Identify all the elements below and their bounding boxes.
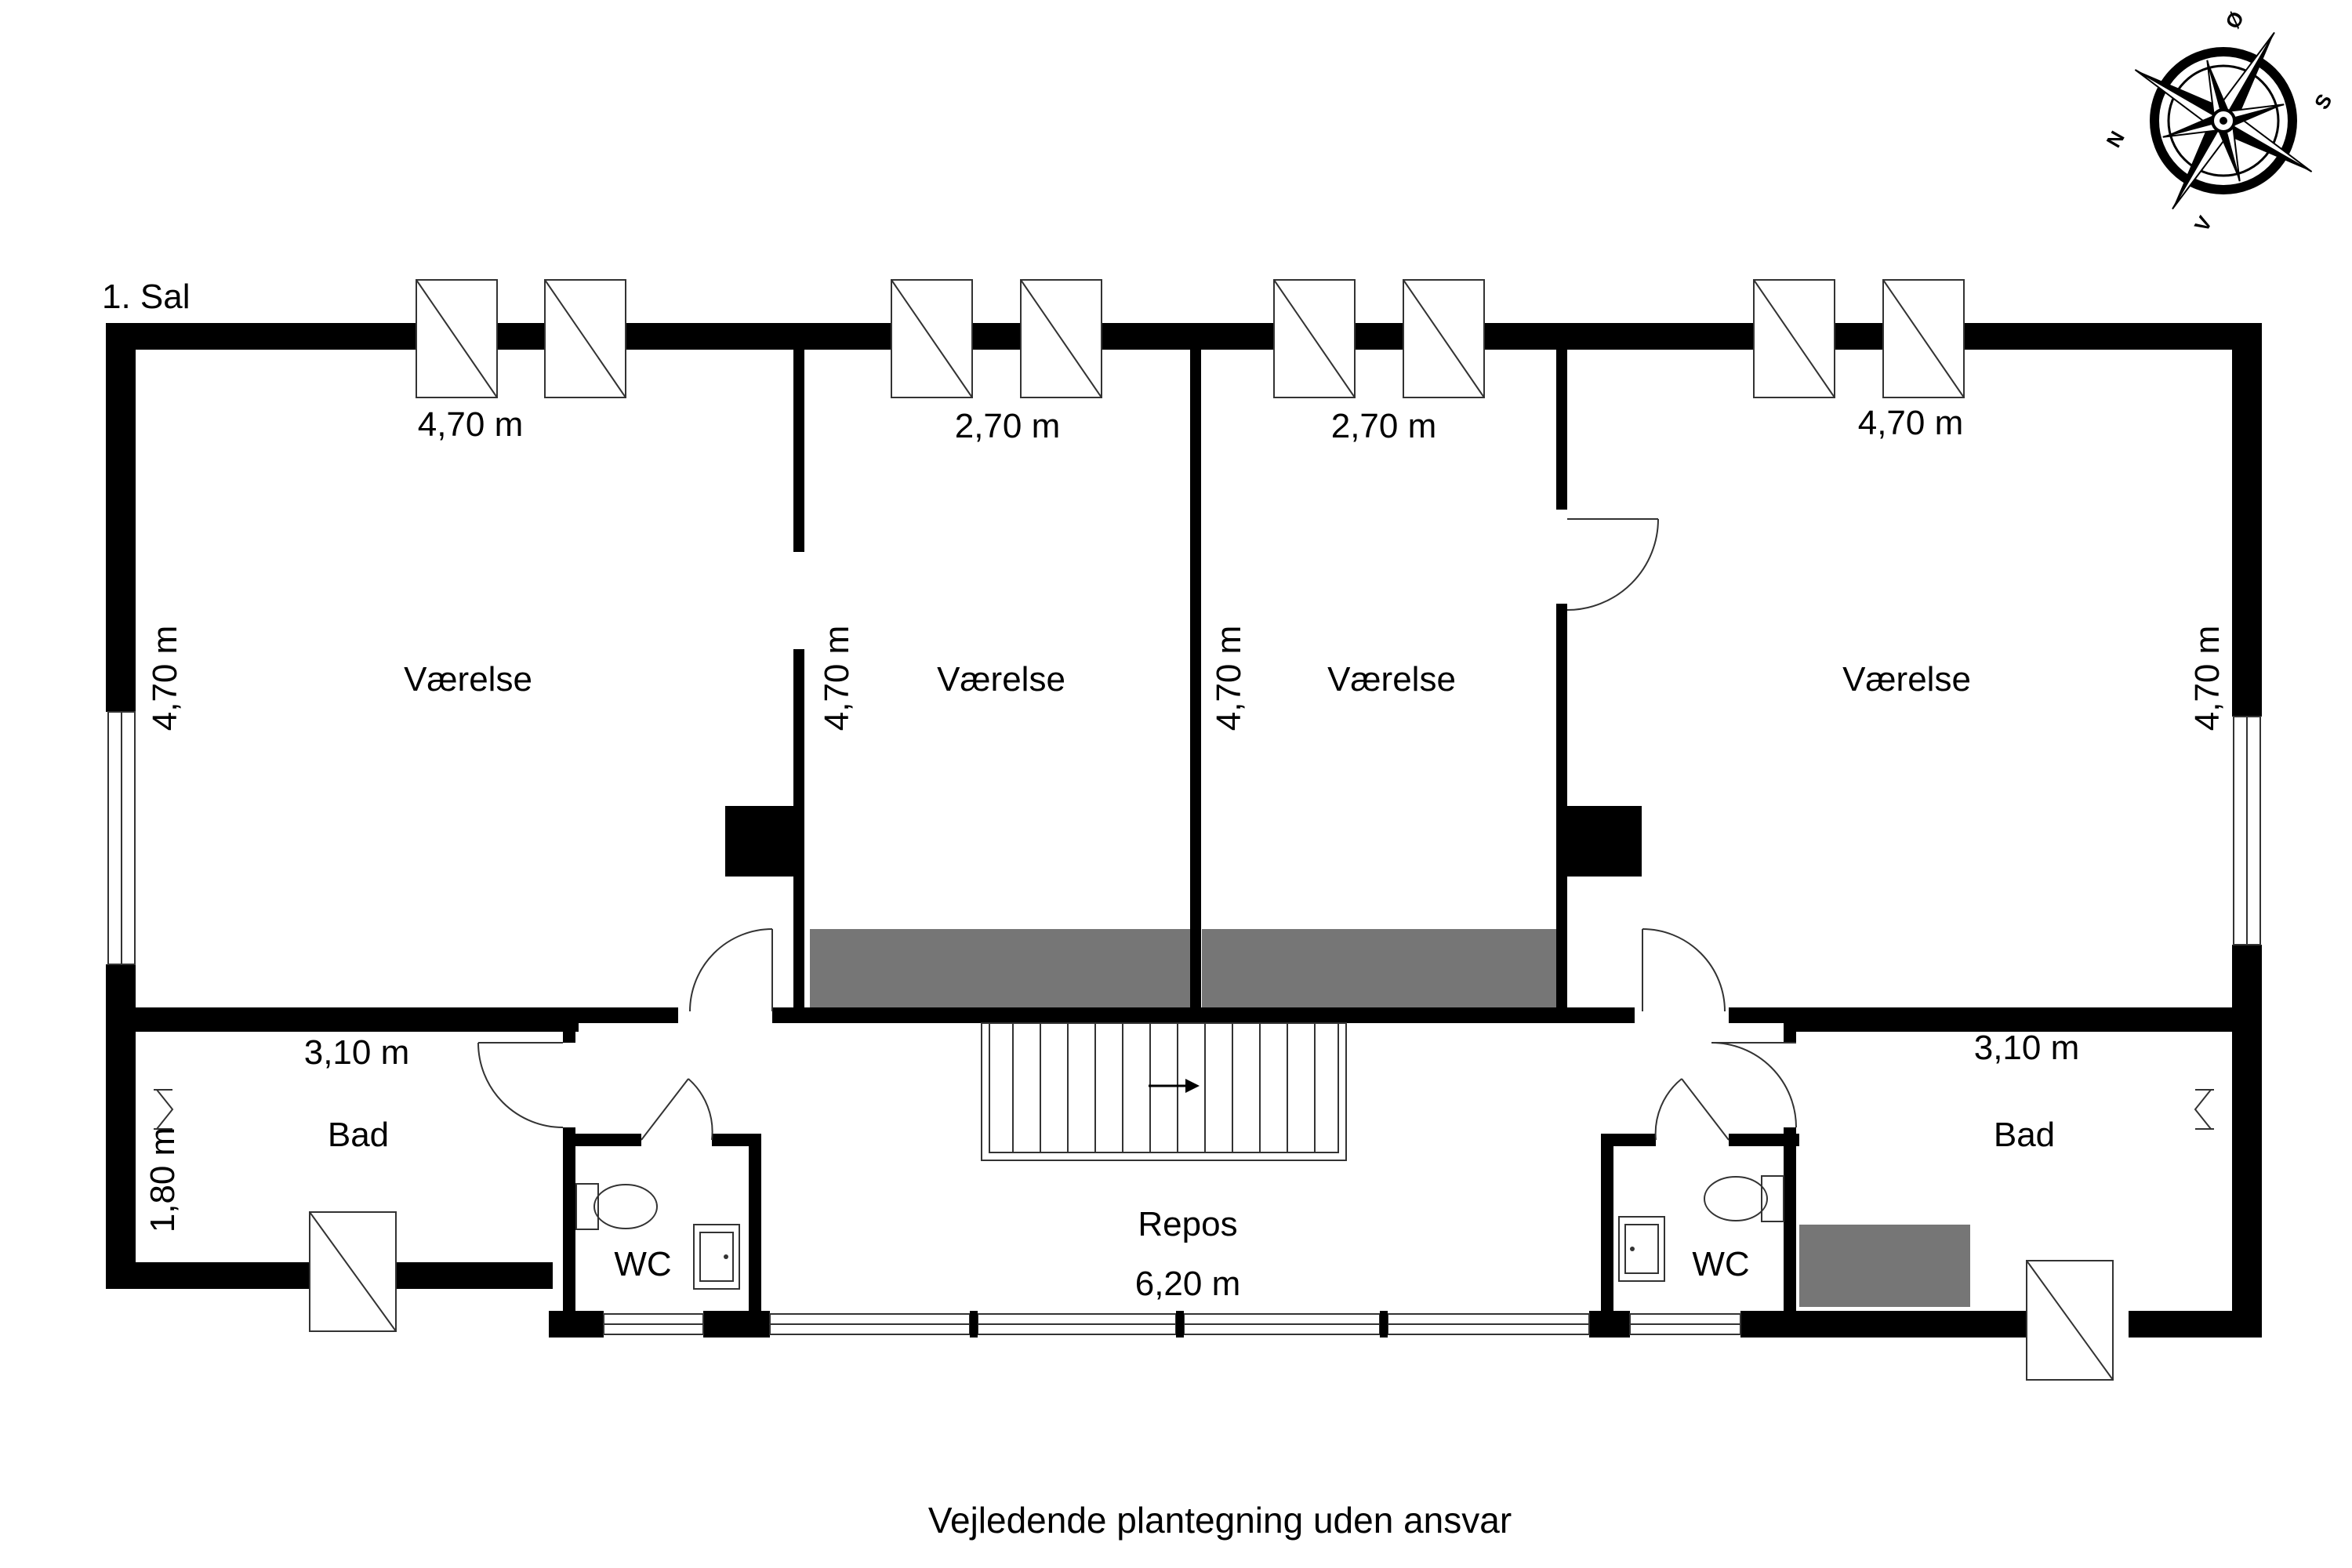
door	[689, 928, 773, 1012]
room-name: Repos	[1138, 1205, 1237, 1243]
room-name: Værelse	[1327, 660, 1456, 699]
vent-left	[154, 1089, 174, 1130]
room-name: WC	[1692, 1245, 1749, 1283]
windows-side	[107, 711, 2261, 965]
window	[1020, 279, 1102, 398]
room-width: 2,70 m	[955, 407, 1061, 445]
room-depth: 4,70 m	[146, 626, 184, 731]
window	[2026, 1260, 2114, 1381]
room-width: 4,70 m	[418, 405, 524, 444]
toilet-left	[575, 1183, 658, 1230]
staircase	[981, 1022, 1347, 1161]
windows-landing	[603, 1311, 1741, 1338]
windows-bottom	[309, 1211, 2114, 1381]
vent-right	[2194, 1089, 2214, 1130]
room-depth: 4,70 m	[1210, 626, 1248, 731]
window	[1273, 279, 1356, 398]
compass-south: S	[2310, 89, 2337, 113]
window	[416, 279, 498, 398]
fixtures	[154, 1089, 2214, 1290]
room-width: 2,70 m	[1331, 407, 1437, 445]
door	[1711, 1042, 1797, 1128]
floor-title: 1. Sal	[102, 278, 191, 316]
compass-north: N	[2102, 127, 2129, 151]
door	[477, 1042, 564, 1128]
room-name: Værelse	[937, 660, 1065, 699]
sink-left	[693, 1224, 740, 1290]
bath-right-fixture	[1799, 1225, 1970, 1307]
room-depth: 4,70 m	[818, 626, 856, 731]
room-name: WC	[614, 1245, 671, 1283]
room-name: Værelse	[404, 660, 532, 699]
window	[891, 279, 973, 398]
toilet-right	[1704, 1175, 1784, 1222]
sink-right	[1618, 1216, 1665, 1282]
room-name: Bad	[1994, 1116, 2055, 1154]
room-name: Værelse	[1842, 660, 1971, 699]
door	[1566, 518, 1659, 611]
closet-room3	[1202, 929, 1556, 1011]
walls	[106, 323, 2262, 1338]
window	[1882, 279, 1965, 398]
compass-east: Ø	[2220, 7, 2249, 33]
room-depth: 4,70 m	[2188, 626, 2227, 731]
door	[1654, 1078, 1730, 1141]
room-width: 6,20 m	[1135, 1265, 1241, 1303]
disclaimer: Vejledende plantegning uden ansvar	[928, 1500, 1512, 1541]
window	[309, 1211, 397, 1332]
room-depth: 1,80 m	[143, 1127, 182, 1233]
door	[1642, 928, 1726, 1012]
windows-top	[416, 279, 1965, 398]
room-width: 4,70 m	[1858, 404, 1964, 442]
built-in-closets	[810, 929, 1970, 1307]
compass-rose: N Ø S V	[2102, 7, 2337, 236]
doors	[477, 518, 1797, 1141]
window	[544, 279, 626, 398]
room-width: 3,10 m	[304, 1033, 410, 1072]
compass-west: V	[2190, 212, 2217, 236]
window	[1403, 279, 1485, 398]
room-name: Bad	[328, 1116, 389, 1154]
room-width: 3,10 m	[1974, 1029, 2080, 1067]
window	[1753, 279, 1835, 398]
closet-room2	[810, 929, 1190, 1011]
door	[641, 1078, 713, 1141]
